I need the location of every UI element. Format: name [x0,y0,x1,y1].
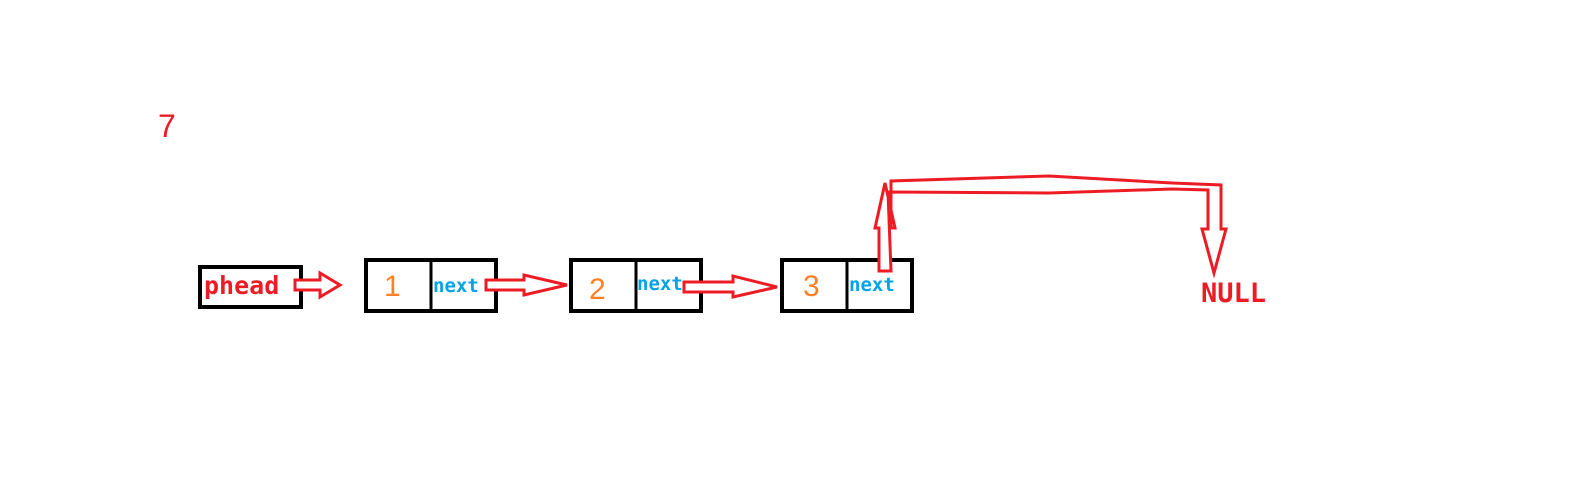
head-pointer-box: phead [198,265,303,309]
node-2-value: 2 [589,273,606,306]
head-label: phead [204,271,279,300]
arrow-node-2-to-node-3 [682,274,778,299]
null-label: NULL [1201,278,1266,309]
list-node-2: 2 next [569,258,703,313]
arrow-node-1-to-node-2 [484,273,568,297]
node-1-next-label: next [433,275,479,297]
node-3-next-label: next [849,274,895,296]
node-3-value: 3 [803,270,820,303]
list-node-3: 3 next [780,258,914,313]
list-node-1: 1 next [364,258,498,313]
corner-number: 7 [158,108,176,144]
node-1-value: 1 [384,270,401,303]
arrow-head-to-node-1 [293,270,343,300]
node-2-next-label: next [637,273,683,295]
arrow-node-3-to-null [873,174,1228,279]
